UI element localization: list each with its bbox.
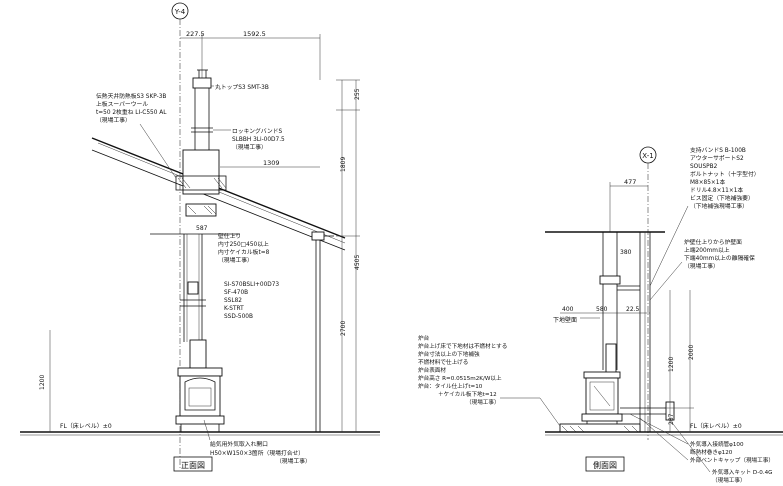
front-dim-255: 255 bbox=[354, 88, 361, 100]
svg-text:t=50 2枚重ね LI-C550 AL: t=50 2枚重ね LI-C550 AL bbox=[96, 108, 167, 116]
svg-text:外気導入キット D-0.4G: 外気導入キット D-0.4G bbox=[712, 468, 773, 476]
side-back-wall bbox=[639, 232, 651, 432]
front-dim-1309: 1309 bbox=[263, 159, 280, 167]
side-dim-477: 477 bbox=[624, 178, 636, 186]
front-dim-1592: 1592.5 bbox=[243, 30, 266, 38]
stove-side bbox=[581, 371, 623, 432]
svg-text:炉台上げ床で下地材は不燃材とする: 炉台上げ床で下地材は不燃材とする bbox=[418, 342, 507, 350]
svg-text:＋ケイカル板下地t=12: ＋ケイカル板下地t=12 bbox=[438, 390, 497, 398]
side-dim-287: 287 bbox=[668, 413, 675, 425]
svg-text:（現場工事）: （現場工事） bbox=[232, 143, 267, 151]
front-dim-top: 227.5 1592.5 bbox=[180, 30, 321, 80]
svg-text:炉台寸法以上の下地補強: 炉台寸法以上の下地補強 bbox=[418, 350, 480, 358]
svg-text:SLBBH 3Li-00D7.5: SLBBH 3Li-00D7.5 bbox=[232, 137, 285, 143]
front-view-title-box: 正面図 bbox=[173, 456, 213, 472]
front-dim-1809: 1809 bbox=[340, 157, 347, 172]
svg-text:H50×W150×3箇所（現場打合せ）: H50×W150×3箇所（現場打合せ） bbox=[210, 449, 304, 457]
svg-text:支持バンドS B-100B: 支持バンドS B-100B bbox=[690, 146, 746, 154]
svg-text:（現場工事）: （現場工事） bbox=[218, 256, 253, 264]
svg-text:（現場工事）: （現場工事） bbox=[712, 476, 746, 484]
side-notes-support: 支持バンドS B-100B アウターサポートS2 SOUSPB2 ボルトナット（… bbox=[649, 146, 760, 287]
grid-bubble-side: X-1 bbox=[639, 146, 657, 164]
svg-text:（下地補強現場工事）: （下地補強現場工事） bbox=[690, 202, 748, 210]
side-floor-label: FL（床レベル）±0 bbox=[690, 422, 742, 430]
svg-text:SSL82: SSL82 bbox=[224, 298, 242, 304]
front-dim-1200: 1200 bbox=[39, 375, 46, 390]
svg-text:ビス固定（下地補強要）: ビス固定（下地補強要） bbox=[690, 194, 754, 202]
stove-front bbox=[175, 367, 225, 432]
chimney-pipe-lower bbox=[180, 234, 207, 369]
svg-text:炉台表面材: 炉台表面材 bbox=[418, 366, 446, 374]
front-dim-2700: 2700 bbox=[340, 321, 347, 336]
svg-text:アウターサポートS2: アウターサポートS2 bbox=[690, 154, 744, 162]
svg-text:K-STRT: K-STRT bbox=[224, 306, 244, 312]
side-view-title: 側面図 bbox=[593, 460, 617, 470]
svg-text:SSD-500B: SSD-500B bbox=[224, 314, 253, 320]
grid-side-label: X-1 bbox=[642, 152, 653, 160]
front-notes-vent: 給気用外気取入れ開口 H50×W150×3箇所（現場打合せ） （現場工事） bbox=[203, 419, 311, 465]
side-air-intake bbox=[620, 401, 675, 421]
svg-text:（現場工事）: （現場工事） bbox=[96, 116, 131, 124]
svg-text:内寸ケイカル板t=8: 内寸ケイカル板t=8 bbox=[218, 248, 270, 256]
svg-text:SI-S70BSLI+00D73: SI-S70BSLI+00D73 bbox=[224, 282, 279, 288]
svg-text:ボルトナット（十字型付）: ボルトナット（十字型付） bbox=[690, 170, 760, 178]
svg-text:SF-470B: SF-470B bbox=[224, 290, 248, 296]
svg-text:不燃材料で仕上げる: 不燃材料で仕上げる bbox=[418, 358, 468, 366]
svg-text:給気用外気取入れ開口: 給気用外気取入れ開口 bbox=[210, 440, 268, 448]
front-view-title: 正面図 bbox=[181, 461, 205, 470]
side-dim-400: 400 bbox=[562, 306, 574, 313]
front-notes-roof: 伝熱天井防熱板S3 SKP-3B 上板スーパーウール t=50 2枚重ね LI-… bbox=[96, 92, 177, 179]
front-right-wall bbox=[311, 231, 334, 432]
svg-text:壁仕上り: 壁仕上り bbox=[218, 232, 241, 240]
svg-text:炉台高さ R=0.0515m2K/W以上: 炉台高さ R=0.0515m2K/W以上 bbox=[418, 374, 502, 382]
side-dims-right: 2000 1200 287 bbox=[664, 290, 695, 432]
front-dim-227: 227.5 bbox=[186, 30, 205, 38]
svg-text:断熱材巻きφ120: 断熱材巻きφ120 bbox=[690, 448, 733, 456]
svg-text:M8×85×1本: M8×85×1本 bbox=[690, 178, 725, 186]
svg-text:SOUSPB2: SOUSPB2 bbox=[690, 164, 718, 170]
svg-text:外部ベントキャップ（現場工事）: 外部ベントキャップ（現場工事） bbox=[690, 456, 774, 464]
front-notes-lock: ロッキングバンドS SLBBH 3Li-00D7.5 （現場工事） bbox=[213, 127, 285, 151]
chimney-top-cap bbox=[192, 69, 212, 89]
svg-text:上板スーパーウール: 上板スーパーウール bbox=[96, 100, 148, 108]
front-dim-4505: 4505 bbox=[354, 255, 361, 270]
side-dim-2000: 2000 bbox=[688, 345, 695, 360]
front-notes-parts: SI-S70BSLI+00D73 SF-470B SSL82 K-STRT SS… bbox=[224, 282, 279, 320]
svg-text:炉台：タイル仕上げt=10: 炉台：タイル仕上げt=10 bbox=[418, 382, 483, 390]
front-floor-label: FL（床レベル）±0 bbox=[60, 422, 112, 430]
side-wall-label: 下地壁面 bbox=[553, 316, 577, 324]
svg-text:炉台: 炉台 bbox=[418, 334, 430, 342]
roof-penetration bbox=[175, 149, 227, 217]
side-dim-225: 22.5 bbox=[626, 306, 640, 313]
svg-text:上端200mm以上: 上端200mm以上 bbox=[684, 246, 730, 254]
side-notes-clearance: 炉壁仕上りから炉壁面 上端200mm以上 下端40mm以上の離隔確保 （現場工事… bbox=[649, 238, 755, 301]
grid-bubble-front: Y-4 bbox=[171, 2, 189, 20]
side-notes-pipe: 外気導入接続管φ100 断熱材巻きφ120 外部ベントキャップ（現場工事） 外気… bbox=[629, 413, 774, 484]
svg-text:（現場工事）: （現場工事） bbox=[684, 262, 719, 270]
side-view-title-box: 側面図 bbox=[585, 456, 625, 472]
svg-text:外気導入接続管φ100: 外気導入接続管φ100 bbox=[690, 440, 744, 448]
svg-text:（現場工事）: （現場工事） bbox=[466, 398, 500, 406]
svg-text:下端40mm以上の離隔確保: 下端40mm以上の離隔確保 bbox=[684, 254, 755, 262]
svg-text:ドリル4.8×11×1本: ドリル4.8×11×1本 bbox=[690, 186, 743, 194]
svg-text:ロッキングバンドS: ロッキングバンドS bbox=[232, 127, 282, 135]
front-dim-587: 587 bbox=[196, 225, 208, 232]
side-dim-580: 580 bbox=[596, 306, 608, 313]
side-dim-1200: 1200 bbox=[668, 357, 675, 372]
svg-text:伝熱天井防熱板S3 SKP-3B: 伝熱天井防熱板S3 SKP-3B bbox=[96, 92, 166, 100]
side-chimney-pipe bbox=[599, 232, 640, 375]
chimney-pipe-upper bbox=[191, 88, 213, 150]
front-notes-wall: 壁仕上り 内寸250□450以上 内寸ケイカル板t=8 （現場工事） bbox=[218, 232, 270, 264]
front-note-top: 丸トップS3 SMT-3B bbox=[215, 83, 269, 91]
svg-text:（現場工事）: （現場工事） bbox=[276, 457, 311, 465]
side-notes-hearth: 炉台 炉台上げ床で下地材は不燃材とする 炉台寸法以上の下地補強 不燃材料で仕上げ… bbox=[418, 334, 561, 427]
front-dims-right: 255 1809 4505 2700 bbox=[336, 79, 361, 432]
svg-text:内寸250□450以上: 内寸250□450以上 bbox=[218, 240, 269, 248]
grid-front-label: Y-4 bbox=[174, 8, 186, 16]
svg-text:炉壁仕上りから炉壁面: 炉壁仕上りから炉壁面 bbox=[684, 238, 742, 246]
side-dim-380: 380 bbox=[620, 249, 632, 256]
